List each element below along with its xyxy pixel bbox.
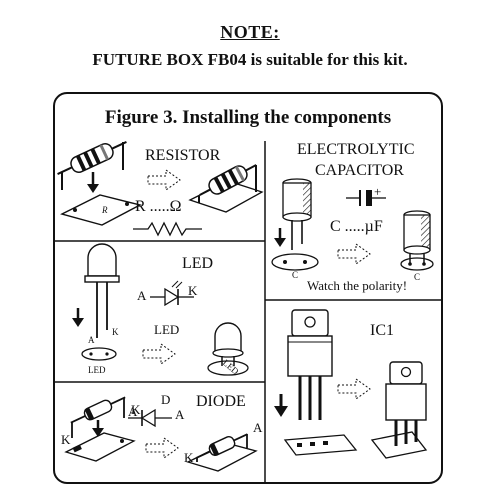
led-leg-anode: A <box>88 335 95 345</box>
diode-illustration <box>64 396 258 472</box>
diode-label: DIODE <box>196 393 246 410</box>
diode-anode-label: A <box>175 407 185 422</box>
note-title: NOTE: <box>220 22 280 42</box>
capacitor-label-line2: CAPACITOR <box>315 162 404 179</box>
section-dividers <box>54 141 442 483</box>
led-label: LED <box>182 255 214 272</box>
ic-label: IC1 <box>370 322 394 339</box>
capacitor-illustration <box>271 178 434 271</box>
ic-illustration <box>274 309 428 459</box>
resistor-illustration <box>57 141 264 237</box>
capacitor-board-mark-right: C <box>414 272 421 282</box>
diode-leg-anode: A <box>128 404 138 419</box>
led-anode-label: A <box>137 288 147 303</box>
resistor-board-mark: R <box>102 205 108 215</box>
led-symbol-label: LED <box>154 322 180 337</box>
capacitor-plus-sign: + <box>374 184 382 199</box>
resistor-value-label: R .....Ω <box>135 198 182 215</box>
capacitor-board-mark: C <box>292 270 299 280</box>
resistor-label: RESISTOR <box>145 147 221 164</box>
led-leg-cathode: K <box>112 327 119 337</box>
capacitor-value-label: C .....µF <box>330 218 383 235</box>
diode-cathode-label: K <box>131 402 141 417</box>
led-cathode-label: K <box>188 283 198 298</box>
diode-leg-cathode: K <box>61 432 71 447</box>
diode-right-anode: A <box>253 420 263 435</box>
figure-title: Figure 3. Installing the components <box>104 107 392 128</box>
polarity-note: Watch the polarity! <box>307 278 408 293</box>
led-illustration <box>72 243 249 376</box>
figure-frame <box>53 92 443 484</box>
diode-symbol-label: D <box>161 392 171 407</box>
capacitor-label-line1: ELECTROLYTIC <box>297 141 415 158</box>
note-text: FUTURE BOX FB04 is suitable for this kit… <box>92 50 408 69</box>
led-board-mark: LED <box>88 365 106 375</box>
diode-right-cathode: K <box>184 450 194 465</box>
